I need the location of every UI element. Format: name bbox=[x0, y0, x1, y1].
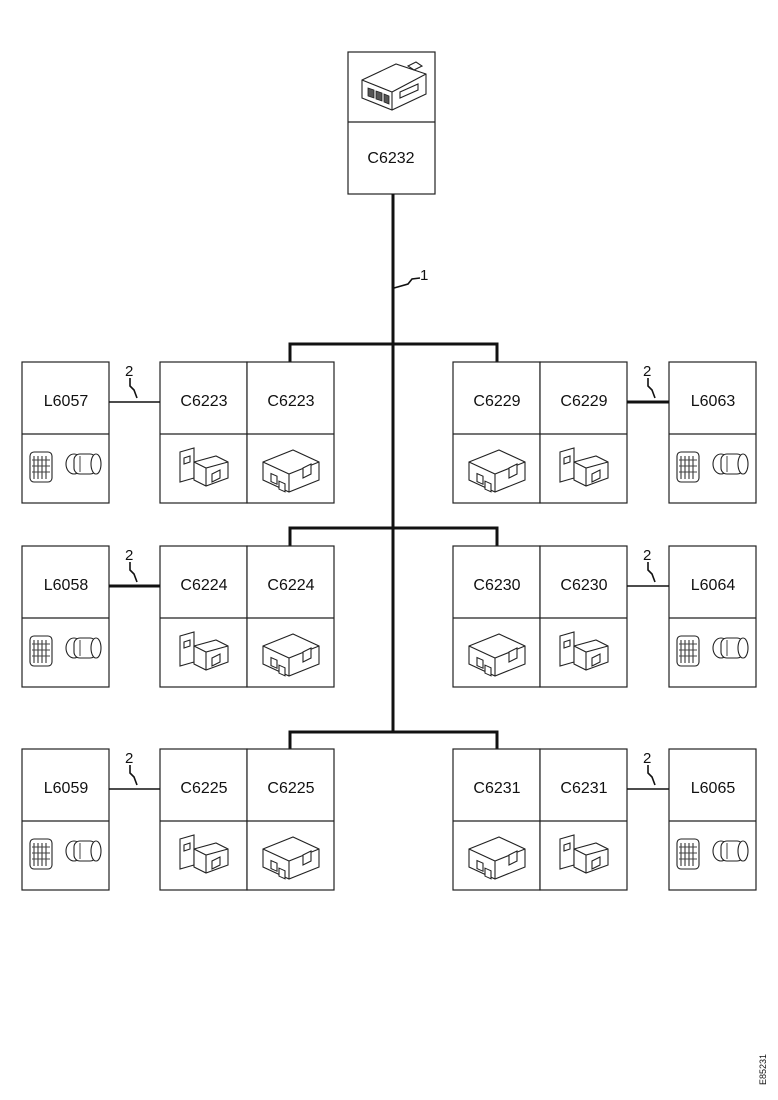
lamp-right-3-label: L6065 bbox=[691, 780, 736, 797]
callout-left-1-label: 2 bbox=[125, 363, 133, 380]
connector-left-b-1-label: C6223 bbox=[267, 393, 314, 410]
connector-right-a-3-label: C6231 bbox=[473, 780, 520, 797]
connector-right-b-1: C6229 bbox=[539, 361, 628, 504]
lamp-right-2-label: L6064 bbox=[691, 577, 736, 594]
connector-left-a-3: C6225 bbox=[159, 748, 248, 891]
root-connector: C6232 bbox=[347, 51, 436, 195]
connector-right-b-2-label: C6230 bbox=[560, 577, 607, 594]
lamp-left-3-label: L6059 bbox=[44, 780, 89, 797]
lamp-right-1-label: L6063 bbox=[691, 393, 736, 410]
bus-wire bbox=[288, 526, 499, 550]
callout-right-3: 2 bbox=[643, 750, 656, 786]
connector-right-b-3-label: C6231 bbox=[560, 780, 607, 797]
callout-right-2: 2 bbox=[643, 547, 656, 583]
lamp-left-3: L6059 bbox=[21, 748, 110, 891]
connector-left-b-3-label: C6225 bbox=[267, 780, 314, 797]
lamp-left-1-label: L6057 bbox=[44, 393, 89, 410]
branch-row-1: L6057 C6223 C6223 C6229 C6229 L6063 2 2 bbox=[21, 342, 757, 504]
connector-left-a-2-label: C6224 bbox=[180, 577, 227, 594]
connector-left-b-2-label: C6224 bbox=[267, 577, 314, 594]
connector-left-a-2: C6224 bbox=[159, 545, 248, 688]
connector-left-a-3-label: C6225 bbox=[180, 780, 227, 797]
callout-left-2-label: 2 bbox=[125, 547, 133, 564]
lamp-right-3: L6065 bbox=[668, 748, 757, 891]
trunk-callout: 1 bbox=[393, 267, 428, 289]
connector-left-a-1-label: C6223 bbox=[180, 393, 227, 410]
connector-left-b-2: C6224 bbox=[246, 545, 335, 688]
callout-left-2: 2 bbox=[125, 547, 138, 583]
connector-right-a-2: C6230 bbox=[452, 545, 541, 688]
lamp-right-1: L6063 bbox=[668, 361, 757, 504]
connector-right-a-2-label: C6230 bbox=[473, 577, 520, 594]
connector-left-b-1: C6223 bbox=[246, 361, 335, 504]
connector-right-a-3: C6231 bbox=[452, 748, 541, 891]
connector-right-b-3: C6231 bbox=[539, 748, 628, 891]
bus-wire bbox=[288, 342, 499, 366]
callout-left-3-label: 2 bbox=[125, 750, 133, 767]
callout-left-1: 2 bbox=[125, 363, 138, 399]
connector-left-a-1: C6223 bbox=[159, 361, 248, 504]
callout-right-3-label: 2 bbox=[643, 750, 651, 767]
lamp-right-2: L6064 bbox=[668, 545, 757, 688]
callout-right-1-label: 2 bbox=[643, 363, 651, 380]
connector-right-b-2: C6230 bbox=[539, 545, 628, 688]
branch-row-3: L6059 C6225 C6225 C6231 C6231 L6065 2 2 bbox=[21, 730, 757, 891]
trunk-callout-label: 1 bbox=[420, 267, 428, 284]
lamp-left-2-label: L6058 bbox=[44, 577, 89, 594]
callout-right-2-label: 2 bbox=[643, 547, 651, 564]
connector-right-b-1-label: C6229 bbox=[560, 393, 607, 410]
root-label: C6232 bbox=[367, 150, 414, 167]
connector-left-b-3: C6225 bbox=[246, 748, 335, 891]
document-number: E85231 bbox=[758, 1054, 768, 1085]
callout-right-1: 2 bbox=[643, 363, 656, 399]
callout-left-3: 2 bbox=[125, 750, 138, 786]
lamp-left-2: L6058 bbox=[21, 545, 110, 688]
lamp-left-1: L6057 bbox=[21, 361, 110, 504]
connector-right-a-1-label: C6229 bbox=[473, 393, 520, 410]
branch-row-2: L6058 C6224 C6224 C6230 C6230 L6064 2 2 bbox=[21, 526, 757, 688]
bus-wire bbox=[288, 730, 499, 754]
connector-right-a-1: C6229 bbox=[452, 361, 541, 504]
